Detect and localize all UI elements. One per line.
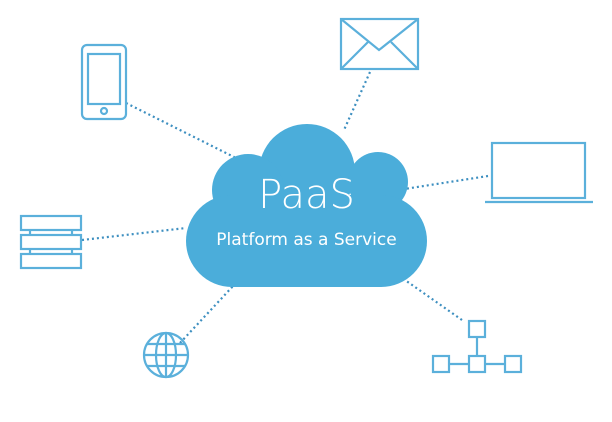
cloud-subtitle: Platform as a Service [216,230,397,250]
network-icon [431,319,523,374]
connector-mail [342,71,372,131]
globe-icon [142,331,190,379]
connector-server [81,226,187,242]
cloud-title: PaaS [258,172,355,218]
connector-network [404,279,463,321]
connector-globe [179,284,235,344]
server-icon [19,214,83,270]
laptop-icon [485,141,593,204]
mobile-phone-icon [80,43,128,121]
mail-icon [339,17,420,71]
connector-laptop [397,174,489,192]
connector-phone [125,102,237,159]
cloud-shape [186,124,427,287]
connector-lines [81,71,489,344]
